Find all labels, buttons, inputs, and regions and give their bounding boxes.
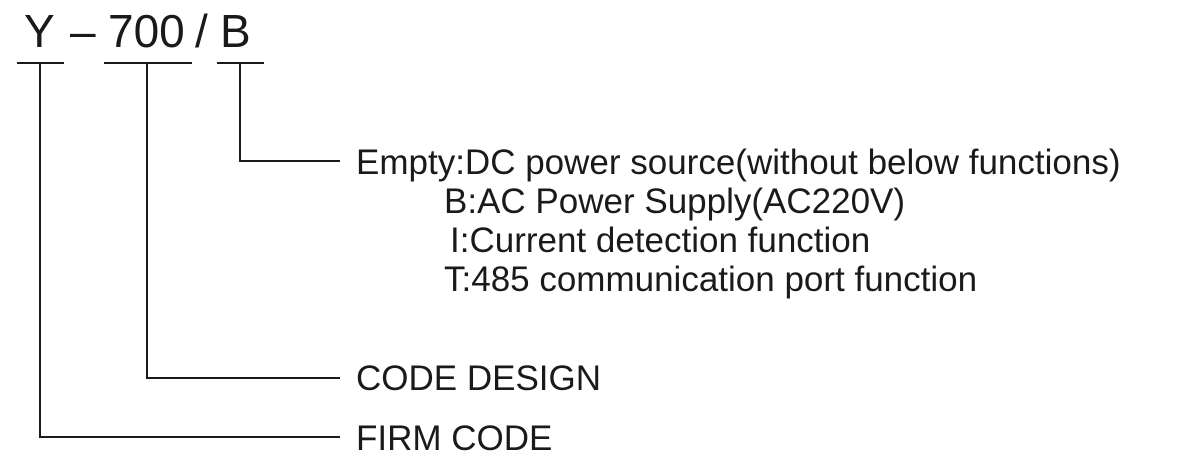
option-b-label: B:AC Power Supply(AC220V) bbox=[444, 182, 906, 221]
code-dash: – bbox=[70, 5, 96, 57]
option-t-label: T:485 communication port function bbox=[444, 260, 978, 299]
connector-firm-vertical bbox=[39, 63, 41, 438]
code-design-label: CODE DESIGN bbox=[356, 359, 602, 398]
code-number: 700 bbox=[108, 5, 185, 57]
connector-code-horizontal bbox=[146, 377, 340, 379]
code-prefix: Y bbox=[24, 5, 55, 57]
code-suffix: B bbox=[220, 5, 251, 57]
option-i-label: I:Current detection function bbox=[450, 221, 871, 260]
connector-suffix-vertical bbox=[239, 63, 241, 162]
code-slash: / bbox=[195, 5, 208, 57]
option-empty-label: Empty:DC power source(without below func… bbox=[356, 143, 1121, 182]
connector-firm-horizontal bbox=[39, 436, 340, 438]
firm-code-label: FIRM CODE bbox=[356, 419, 553, 458]
connector-suffix-horizontal bbox=[239, 160, 340, 162]
underline-code bbox=[104, 62, 192, 64]
connector-code-vertical bbox=[146, 63, 148, 379]
